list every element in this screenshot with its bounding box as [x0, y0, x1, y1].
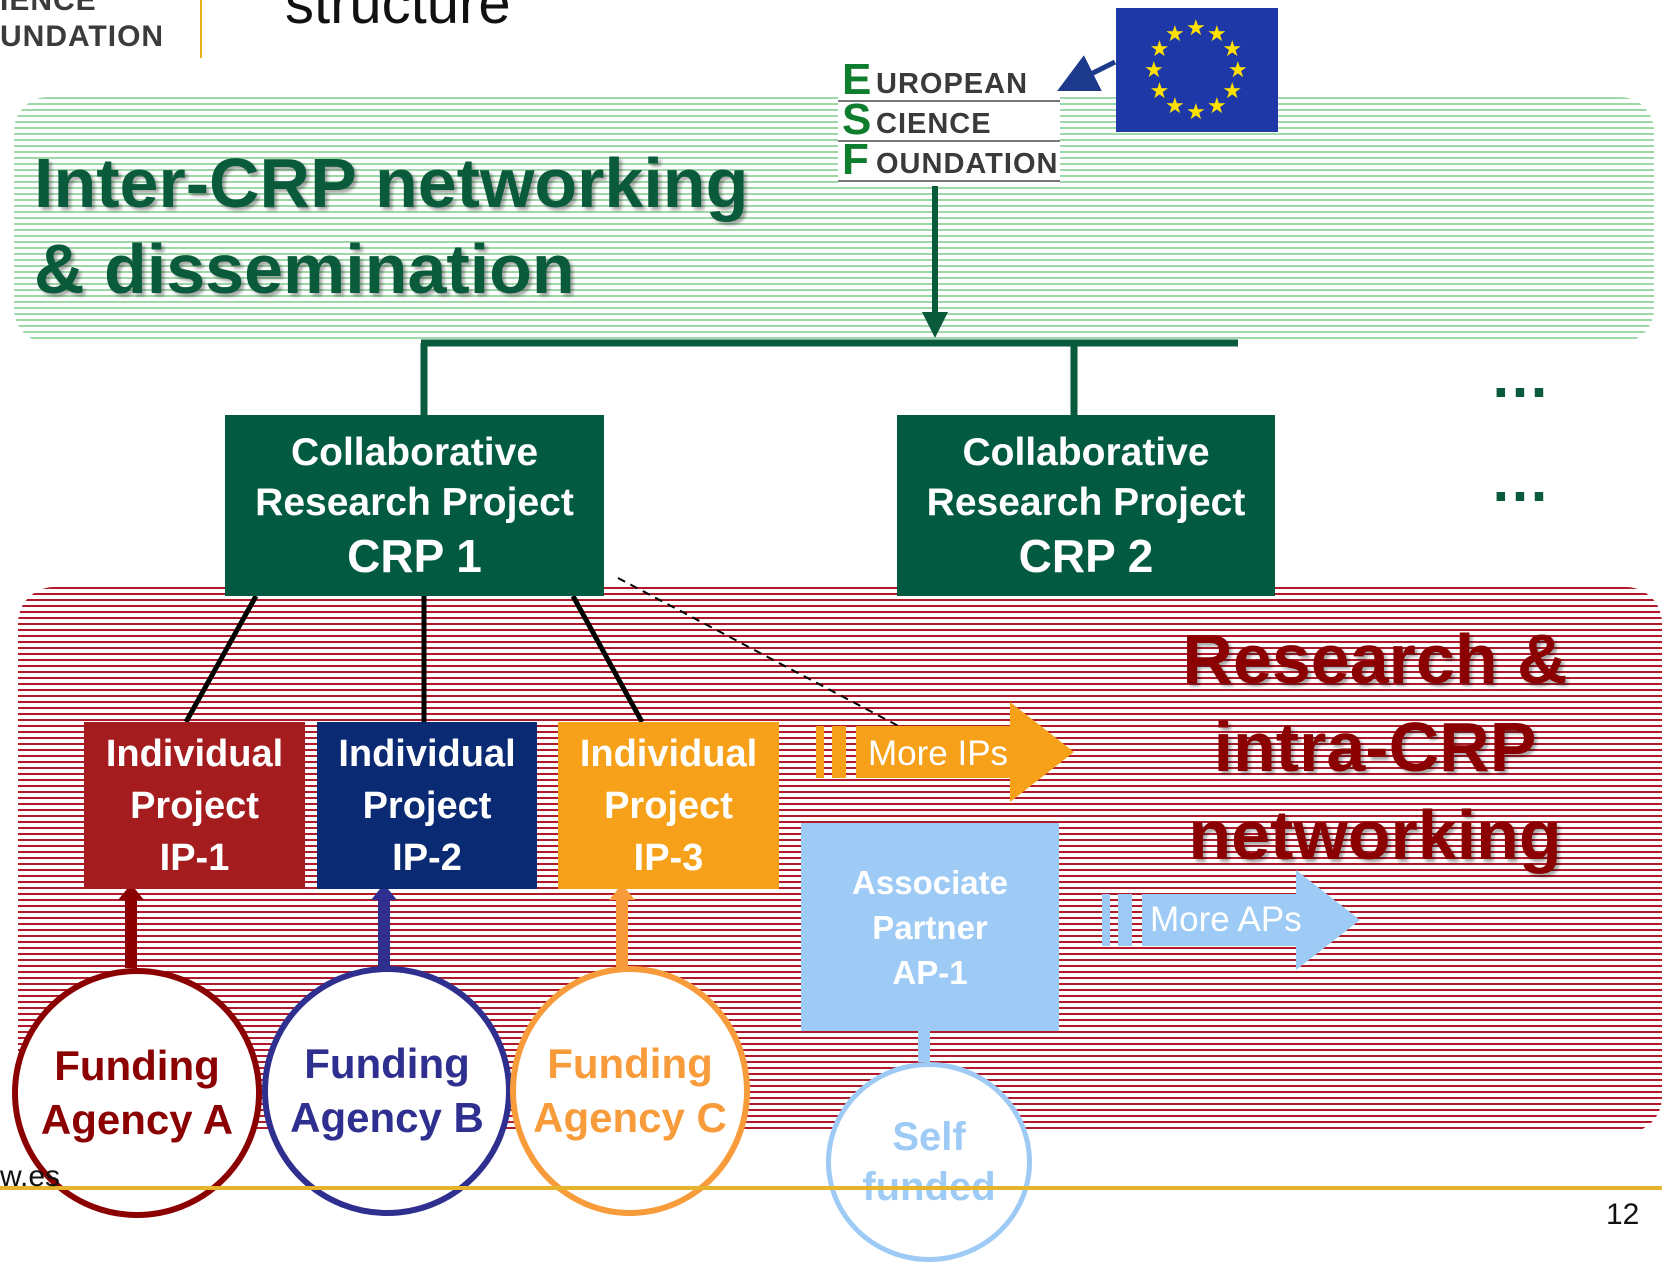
eu-star-icon: ★ [1186, 99, 1206, 124]
individual-project-ip-2: Individual Project IP-2 [317, 722, 537, 889]
ip-label: Individual [338, 732, 516, 775]
page-number: 12 [1606, 1198, 1640, 1231]
ap-label: Associate [852, 863, 1008, 901]
eu-star-icon: ★ [1144, 57, 1164, 82]
ellipsis-mark: … [1490, 343, 1552, 410]
eu-star-icon: ★ [1222, 78, 1243, 103]
crp-name: CRP 1 [347, 529, 482, 582]
crp-label: Collaborative [962, 430, 1210, 474]
eu-star-icon: ★ [1222, 36, 1243, 61]
ip-label: Project [604, 784, 733, 827]
eu-star-icon: ★ [1149, 36, 1170, 61]
esf-logo-word: OUNDATION [876, 148, 1059, 180]
eu-star-icon: ★ [1228, 57, 1248, 82]
footer-url[interactable]: w.es [0, 1160, 61, 1193]
associate-partner-ap-1: Associate Partner AP-1 [801, 823, 1059, 1031]
more-ips-label: More IPs [868, 734, 1009, 773]
slide-title: structure [285, 0, 511, 36]
crp-label: Collaborative [290, 430, 539, 474]
ip-id: IP-2 [392, 836, 462, 879]
esf-logo-word: CIENCE [876, 108, 992, 140]
more-aps-label: More APs [1150, 900, 1302, 939]
flag-to-esf-arrow [1057, 55, 1117, 91]
esf-logo-initial: S [842, 95, 872, 144]
inter-crp-title: Inter-CRP networking & dissemination [34, 140, 748, 312]
inter-crp-title-line: & dissemination [34, 230, 575, 308]
funding-agency-b: Funding Agency B [262, 966, 512, 1216]
footer-divider [0, 1186, 1662, 1190]
agency-label: Agency C [533, 1094, 727, 1141]
funding-agency-c: Funding Agency C [510, 966, 750, 1216]
inter-crp-band [14, 97, 1654, 343]
crp1-ip1-line [183, 594, 259, 724]
funding-agency-a: Funding Agency A [12, 968, 262, 1218]
eu-star-icon: ★ [1149, 78, 1170, 103]
esf-logo: E UROPEAN S CIENCE F OUNDATION [838, 55, 1060, 185]
ellipsis-mark: … [1490, 447, 1552, 514]
ip-label: Project [362, 784, 492, 827]
header-logo-line: UNDATION [0, 20, 165, 53]
eu-flag-icon: ★★★★★★★★★★★★ [1116, 8, 1278, 132]
self-funded-circle: Self funded [826, 1062, 1032, 1262]
individual-project-ip-1: Individual Project IP-1 [84, 722, 305, 889]
crp1-more-dashed-line [617, 577, 907, 731]
inter-crp-title-line: Inter-CRP networking [34, 144, 749, 222]
research-title-line: intra-CRP [1213, 708, 1537, 786]
more-aps-arrow [1102, 870, 1360, 970]
ip-id: IP-3 [633, 836, 704, 879]
header-logo: IENCE UNDATION [0, 0, 202, 58]
eu-star-icon: ★ [1165, 93, 1185, 119]
eu-star-icon: ★ [1186, 15, 1206, 40]
agency-label: Funding [304, 1040, 470, 1087]
esf-logo-row: S CIENCE [838, 95, 1060, 144]
self-funded-label: Self [892, 1115, 966, 1159]
esf-logo-initial: F [842, 135, 869, 184]
more-ips-arrow [816, 702, 1074, 802]
eu-star-icon: ★ [1207, 20, 1227, 46]
crp-1-box: Collaborative Research Project CRP 1 [225, 415, 604, 596]
agency-label: Funding [547, 1040, 713, 1087]
ip-label: Individual [579, 732, 758, 775]
header-logo-line: IENCE [0, 0, 97, 17]
crp-label: Research Project [926, 480, 1246, 524]
individual-project-ip-3: Individual Project IP-3 [558, 722, 779, 889]
eu-star-icon: ★ [1207, 93, 1227, 119]
crp-name: CRP 2 [1018, 529, 1154, 582]
agency-label: Agency A [40, 1096, 234, 1143]
research-title: Research & intra-CRP networking [1140, 615, 1610, 879]
agency-label: Funding [54, 1042, 220, 1089]
ap-label: Partner [872, 908, 988, 946]
crp-label: Research Project [255, 480, 574, 524]
ip-label: Project [130, 784, 259, 827]
research-title-line: networking [1188, 796, 1562, 874]
esf-down-arrowhead [922, 312, 948, 338]
ip-label: Individual [105, 732, 284, 775]
esf-logo-row: F OUNDATION [838, 135, 1060, 184]
crp-2-box: Collaborative Research Project CRP 2 [897, 415, 1275, 596]
agency-label: Agency B [290, 1094, 484, 1141]
research-title-line: Research & [1182, 620, 1568, 698]
esf-logo-word: UROPEAN [876, 68, 1029, 100]
esf-logo-row: E UROPEAN [838, 55, 1060, 104]
esf-logo-initial: E [842, 55, 872, 104]
eu-star-icon: ★ [1165, 20, 1185, 46]
ip-id: IP-1 [159, 836, 230, 879]
ap-id: AP-1 [892, 953, 968, 991]
crp1-ip3-line [570, 594, 645, 724]
